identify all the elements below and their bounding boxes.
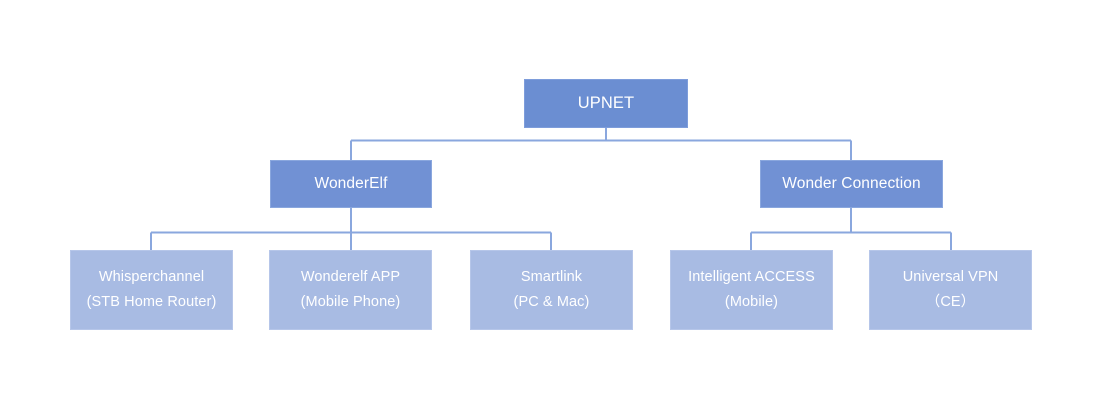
- node-wonderelf-label: WonderElf: [314, 174, 388, 192]
- node-upnet[interactable]: UPNET: [524, 79, 688, 128]
- node-smartlink-title: Smartlink: [520, 269, 583, 286]
- node-intelligent-access-subtitle: (Mobile): [724, 293, 779, 310]
- node-whisperchannel-subtitle: (STB Home Router): [86, 293, 217, 310]
- node-wonderelf[interactable]: WonderElf: [270, 160, 432, 208]
- node-smartlink-subtitle: (PC & Mac): [513, 293, 590, 310]
- node-universal-vpn[interactable]: Universal VPN （CE）: [869, 250, 1032, 330]
- node-universal-vpn-title: Universal VPN: [902, 269, 999, 286]
- node-wonderelf-app-subtitle: (Mobile Phone): [300, 293, 401, 310]
- node-wonder-connection-label: Wonder Connection: [782, 174, 921, 192]
- node-intelligent-access-title: Intelligent ACCESS: [688, 269, 815, 286]
- node-whisperchannel-title: Whisperchannel: [98, 269, 205, 286]
- node-wonder-connection[interactable]: Wonder Connection: [760, 160, 943, 208]
- node-wonderelf-app-title: Wonderelf APP: [300, 269, 401, 286]
- node-wonderelf-app[interactable]: Wonderelf APP (Mobile Phone): [269, 250, 432, 330]
- node-whisperchannel[interactable]: Whisperchannel (STB Home Router): [70, 250, 233, 330]
- node-intelligent-access[interactable]: Intelligent ACCESS (Mobile): [670, 250, 833, 330]
- node-upnet-label: UPNET: [577, 93, 635, 112]
- node-smartlink[interactable]: Smartlink (PC & Mac): [470, 250, 633, 330]
- node-universal-vpn-subtitle: （CE）: [925, 293, 976, 310]
